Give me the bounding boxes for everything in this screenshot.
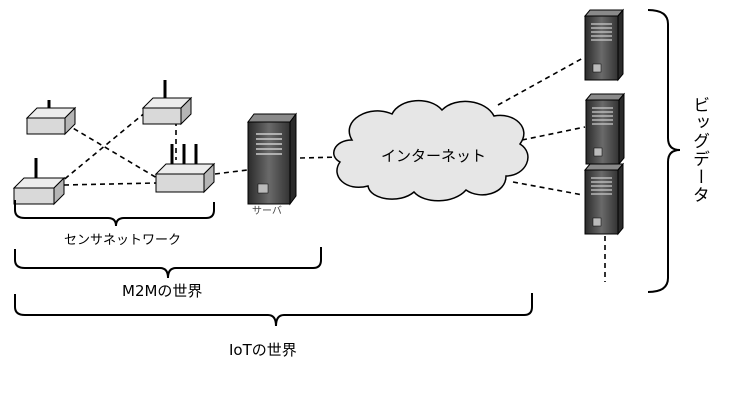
big-data-label: ビッグデータ <box>689 96 709 204</box>
server-icon <box>584 163 624 235</box>
sensor-node-icon <box>12 158 66 206</box>
sensor-network-brace <box>14 200 215 227</box>
sensor-node-icon <box>141 80 193 126</box>
cloud-icon <box>333 99 529 202</box>
m2m-label: M2Mの世界 <box>122 282 203 300</box>
server-label: サーバ <box>252 206 282 217</box>
server-icon <box>584 9 624 81</box>
sensor-node-icon <box>154 144 216 194</box>
internet-label: インターネット <box>381 147 487 165</box>
iot-brace <box>14 293 533 327</box>
server-icon <box>247 113 297 205</box>
m2m-brace <box>14 247 322 279</box>
sensor-network-label: センサネットワーク <box>64 233 182 248</box>
sensor-network-links <box>43 57 606 282</box>
big-data-bracket <box>647 9 681 293</box>
server-icon <box>585 93 625 165</box>
iot-label: IoTの世界 <box>229 341 297 359</box>
sensor-node-icon <box>25 100 77 136</box>
